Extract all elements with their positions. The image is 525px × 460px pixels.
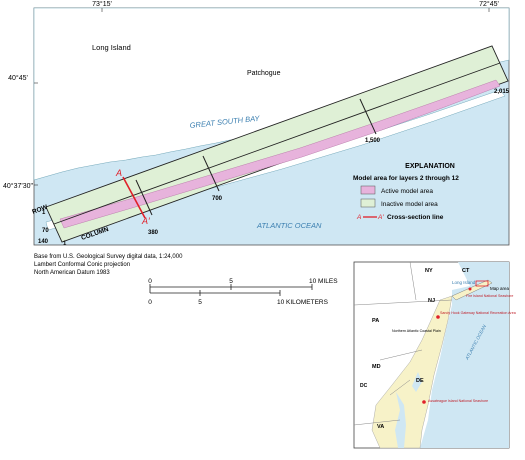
legend-cross-a: A xyxy=(356,214,361,221)
credit-line-3: North American Datum 1983 xyxy=(34,270,110,276)
inset-md: MD xyxy=(372,364,381,370)
label-long-island: Long Island xyxy=(92,43,131,52)
credit-line-1: Base from U.S. Geological Survey digital… xyxy=(34,254,183,260)
inset-coastal-plain-label: Northern Atlantic Coastal Plain xyxy=(392,329,441,333)
label-patchogue: Patchogue xyxy=(247,70,281,77)
cross-section-line xyxy=(122,176,146,219)
legend-inactive-swatch xyxy=(360,198,376,208)
legend-cross-a-prime: A′ xyxy=(377,214,384,221)
inset-map-area: Map area xyxy=(490,286,510,291)
legend-active-swatch xyxy=(360,185,376,195)
grid-row-70 xyxy=(53,62,501,225)
inset-de: DE xyxy=(416,378,424,384)
credit-line-2: Lambert Conformal Conic projection xyxy=(34,262,130,268)
inset-nj: NJ xyxy=(428,298,435,304)
inset-assateague: Assateague Island National Seashore xyxy=(428,399,488,403)
inset-map: NY CT NJ PA MD DE DC VA Long Island Map … xyxy=(353,261,516,449)
label-row-140: 140 xyxy=(38,239,49,245)
scale-km-5: 5 xyxy=(198,299,202,306)
inset-va: VA xyxy=(377,424,384,430)
label-section-a-prime: A′ xyxy=(141,216,150,226)
legend-active-label: Active model area xyxy=(381,188,433,195)
label-section-a: A xyxy=(115,168,122,178)
scale-miles-0: 0 xyxy=(148,278,152,285)
inset-ny: NY xyxy=(425,268,433,274)
coord-top-left: 73°15' xyxy=(92,0,112,8)
label-col-700: 700 xyxy=(212,196,223,202)
scale-miles-5: 5 xyxy=(229,278,233,285)
legend-inactive-label: Inactive model area xyxy=(381,201,438,208)
legend: EXPLANATION Model area for layers 2 thro… xyxy=(353,163,459,221)
grid-column-1500 xyxy=(359,98,377,135)
inset-pa: PA xyxy=(372,318,379,324)
inset-dc: DC xyxy=(360,383,368,389)
inset-fire-island: Fire Island National Seashore xyxy=(466,294,513,298)
coord-top-right: 72°45' xyxy=(479,0,499,8)
legend-cross-label: Cross-section line xyxy=(387,214,444,221)
active-model-area xyxy=(59,79,501,229)
label-col-2015: 2,015 xyxy=(494,89,510,95)
legend-subtitle: Model area for layers 2 through 12 xyxy=(353,175,459,182)
label-col-1: 1 xyxy=(63,241,67,247)
legend-title: EXPLANATION xyxy=(405,163,455,170)
label-row-1: 1 xyxy=(42,210,46,216)
label-col-1500: 1,500 xyxy=(365,138,381,144)
inset-ct: CT xyxy=(462,268,470,274)
label-col-380: 380 xyxy=(148,230,159,236)
scale-bar: 0 5 10 MILES 0 5 10 KILOMETERS xyxy=(148,278,338,306)
label-atlantic-ocean: ATLANTIC OCEAN xyxy=(256,221,322,230)
label-row-70: 70 xyxy=(42,228,49,234)
scale-km-10: 10 KILOMETERS xyxy=(277,299,329,306)
scale-km-0: 0 xyxy=(148,299,152,306)
coord-right-lat: 40°45' xyxy=(8,74,28,82)
grid-column-380 xyxy=(135,179,153,216)
coord-left-lat: 40°37'30" xyxy=(3,182,33,190)
inset-long-island-label: Long Island xyxy=(452,280,476,285)
grid-column-700 xyxy=(202,155,220,192)
scale-miles-10: 10 MILES xyxy=(309,278,338,285)
inset-sandy-hook: Sandy Hook Gateway National Recreation A… xyxy=(440,311,516,315)
